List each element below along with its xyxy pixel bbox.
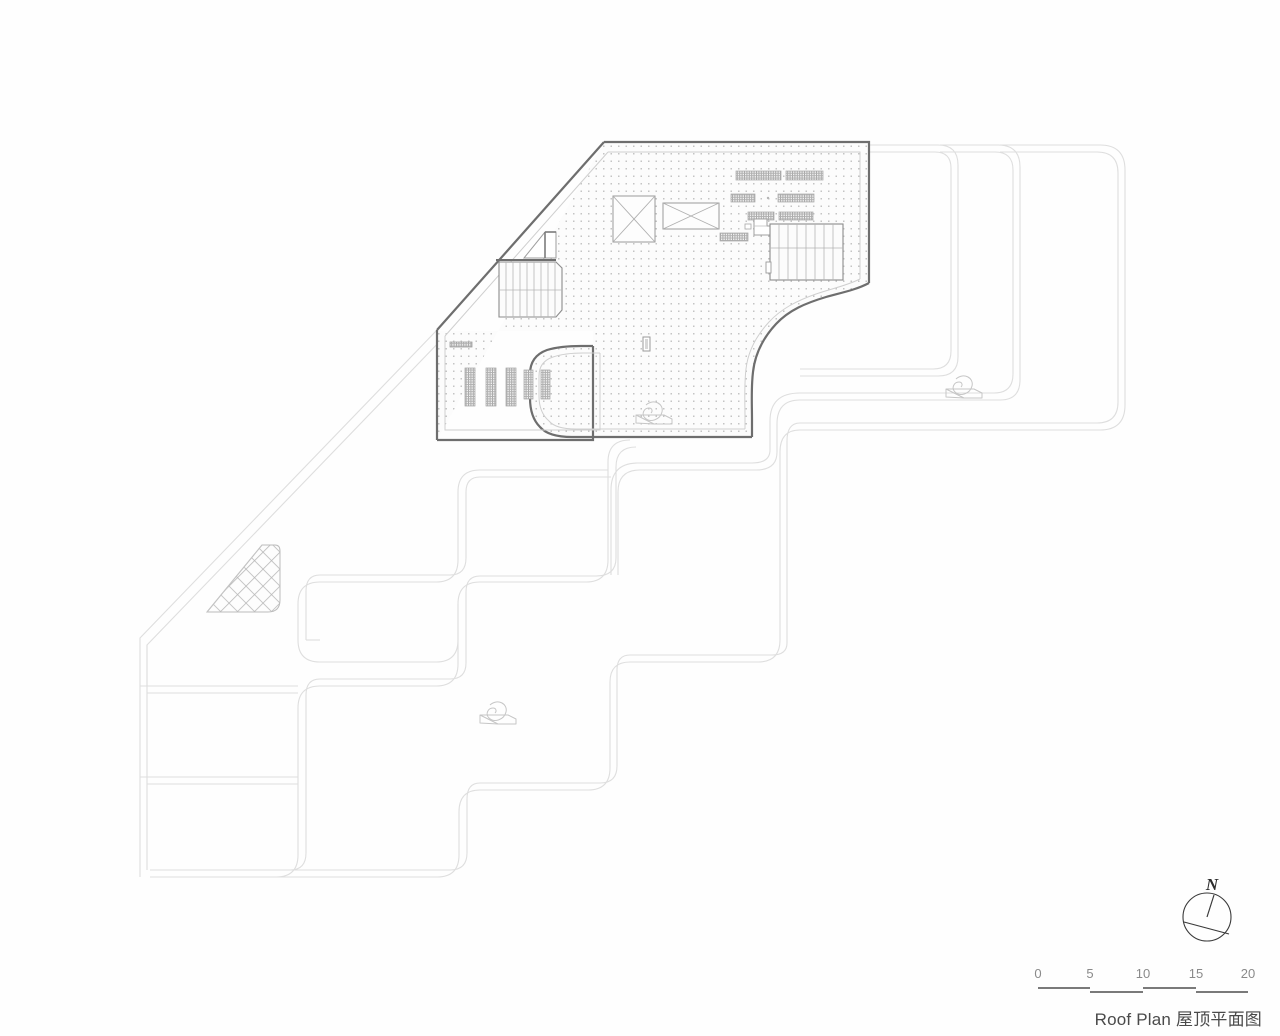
louvre-strip (464, 367, 476, 407)
roof-hatch (642, 336, 651, 352)
terrace-edge (800, 151, 1014, 394)
scale-tick-10: 10 (1136, 966, 1150, 981)
terrace-edge (480, 654, 631, 784)
terrace-edge (150, 782, 481, 871)
solar-array-cluster (719, 170, 824, 242)
terrace-edge (800, 144, 1021, 401)
spiral-stair-marker (479, 701, 517, 725)
terrace-edge (800, 144, 959, 377)
roof-parapet-southwest-foot (437, 346, 595, 442)
north-arrow-needle (1206, 894, 1215, 918)
scale-tick-5: 5 (1086, 966, 1093, 981)
terrace-edge (297, 604, 459, 663)
plan-title: Roof Plan 屋顶平面图 (1094, 1010, 1262, 1029)
north-arrow-circle (1182, 892, 1232, 942)
solar-array (730, 193, 756, 203)
terrace-edge (150, 678, 321, 871)
spiral-stair-marker (945, 375, 983, 399)
paved-courtyard (205, 544, 281, 613)
skylight-square (612, 195, 656, 243)
roof-parapet-north (604, 140, 871, 283)
solar-array (785, 170, 824, 181)
solar-array (719, 232, 749, 242)
terrace-edge (630, 422, 801, 656)
terrace-edge (800, 151, 1119, 424)
terrace-edge (320, 581, 481, 687)
courtyard-hatch-fill (205, 544, 281, 613)
skylight-wide (662, 202, 720, 230)
terrace-edge (617, 399, 801, 575)
solar-array (778, 211, 814, 221)
terrace-edge (630, 429, 801, 663)
terrace-edge (480, 439, 631, 583)
roof-parapet-chamfer-northwest (436, 141, 605, 331)
site-boundary (139, 329, 438, 877)
parapet-unit (744, 223, 752, 230)
louvre-strip-group (464, 367, 551, 407)
terrace-edge (480, 446, 637, 577)
terrace-edge (480, 661, 631, 791)
north-arrow: N (1182, 875, 1232, 942)
parapet-inner-face (444, 151, 861, 431)
terrace-edge (305, 476, 481, 640)
north-arrow-chord (1183, 921, 1230, 935)
plant-room-door (765, 261, 772, 274)
ramp-louvre-block (496, 231, 563, 318)
louvre-strip (523, 369, 534, 400)
landscape-terraces (139, 144, 1126, 878)
roof-parapet-curve-east (750, 282, 870, 437)
louvre-strip (505, 367, 517, 407)
louvre-strip (540, 369, 551, 400)
solar-array (777, 193, 815, 203)
terrace-edge (320, 575, 481, 680)
main-roof-volume (435, 140, 871, 442)
north-arrow-label: N (1205, 875, 1219, 894)
terrace-edge (150, 789, 481, 878)
louvered-plant-room (765, 223, 844, 281)
scale-tick-0: 0 (1034, 966, 1041, 981)
scale-tick-15: 15 (1189, 966, 1203, 981)
terrace-edge (800, 151, 952, 370)
graphic-scale: 0 5 10 15 20 (1034, 966, 1255, 993)
louvre-strip (485, 367, 497, 407)
spiral-marker-group (479, 375, 983, 725)
terrace-edge (297, 469, 481, 640)
terrace-edge (150, 685, 321, 878)
roof-point-marker (766, 196, 770, 200)
scale-tick-20: 20 (1241, 966, 1255, 981)
spiral-stair-marker (635, 401, 673, 425)
courtyard-diagonal-edge (206, 544, 263, 613)
terrace-edge (800, 144, 1126, 431)
ridge-vent-bar (449, 341, 473, 348)
solar-array (735, 170, 782, 181)
